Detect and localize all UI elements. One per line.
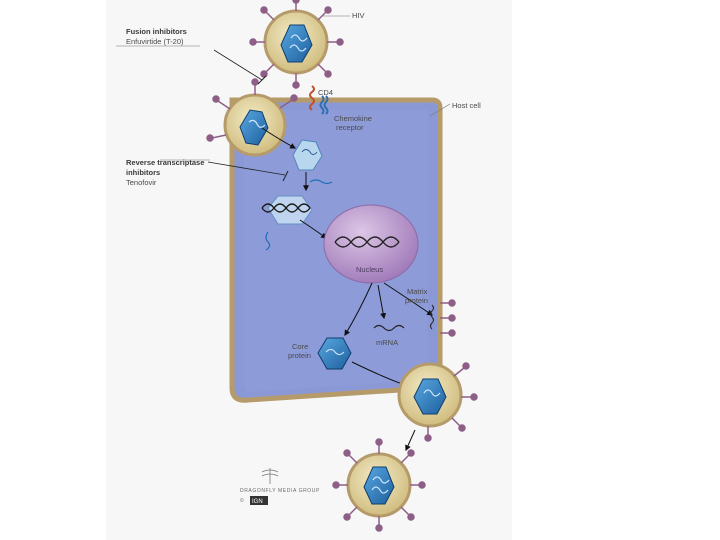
mrna-label: mRNA <box>376 338 398 347</box>
rna-strand <box>309 179 333 185</box>
matrix-protein-spikes <box>430 299 456 337</box>
dragonfly-media-logo: DRAGONFLY MEDIA GROUP © IGN <box>240 468 320 505</box>
arrow-to-matrix <box>383 282 433 316</box>
viral-dna <box>261 195 313 251</box>
logo-mark: IGN <box>252 499 263 505</box>
rt-inhibitors-title-line1: Reverse transcriptase <box>126 158 204 167</box>
budding-virion <box>397 362 478 442</box>
rt-inhibit-bar <box>282 170 289 182</box>
fusion-inhibitors-title: Fusion inhibitors <box>126 27 187 36</box>
rt-inhibitors-title-line2: inhibitors <box>126 168 160 177</box>
matrix-protein-label-line2: protein <box>405 296 428 305</box>
release-arrow <box>405 429 416 452</box>
hiv-label: HIV <box>352 11 365 20</box>
capsid-icon <box>363 466 395 505</box>
cd4-receptor <box>309 85 329 115</box>
capsid-icon <box>413 378 447 415</box>
cd4-label: CD4 <box>318 88 333 97</box>
logo-name: DRAGONFLY MEDIA GROUP <box>240 488 320 494</box>
arrow-to-mrna <box>377 284 387 320</box>
dragonfly-icon <box>261 468 279 484</box>
host-cell-label-line <box>429 103 451 117</box>
fusing-virion <box>206 78 298 157</box>
core-protein-label-line2: protein <box>288 351 311 360</box>
uncoated-capsid <box>292 139 323 171</box>
matrix-protein-label-line1: Matrix <box>407 287 428 296</box>
hiv-virion-released <box>332 438 426 532</box>
nucleus <box>323 204 419 284</box>
chemokine-label-line1: Chemokine <box>334 114 372 123</box>
host-cell-label: Host cell <box>452 101 481 110</box>
fusion-inhibitors-drug: Enfuvirtide (T-20) <box>126 37 184 46</box>
capsid-icon <box>239 109 269 146</box>
fusion-inhibit-bar <box>257 75 267 85</box>
chemokine-label-line2: receptor <box>336 123 364 132</box>
hiv-virion-top <box>249 0 344 89</box>
rt-inhibitors-drug: Tenofovir <box>126 178 157 187</box>
core-protein-label-line1: Core <box>292 342 308 351</box>
capsid-icon <box>280 24 313 63</box>
uncoating-arrow <box>261 127 297 149</box>
nucleus-label: Nucleus <box>356 265 383 274</box>
rt-inhibitor-pointer <box>207 161 286 176</box>
mrna-strand <box>373 324 405 332</box>
arrow-to-core <box>344 282 373 337</box>
fusion-inhibitor-pointer <box>213 49 263 81</box>
logo-badge <box>250 496 268 505</box>
core-protein-capsid <box>317 337 352 370</box>
logo-copyright: © <box>240 497 244 504</box>
